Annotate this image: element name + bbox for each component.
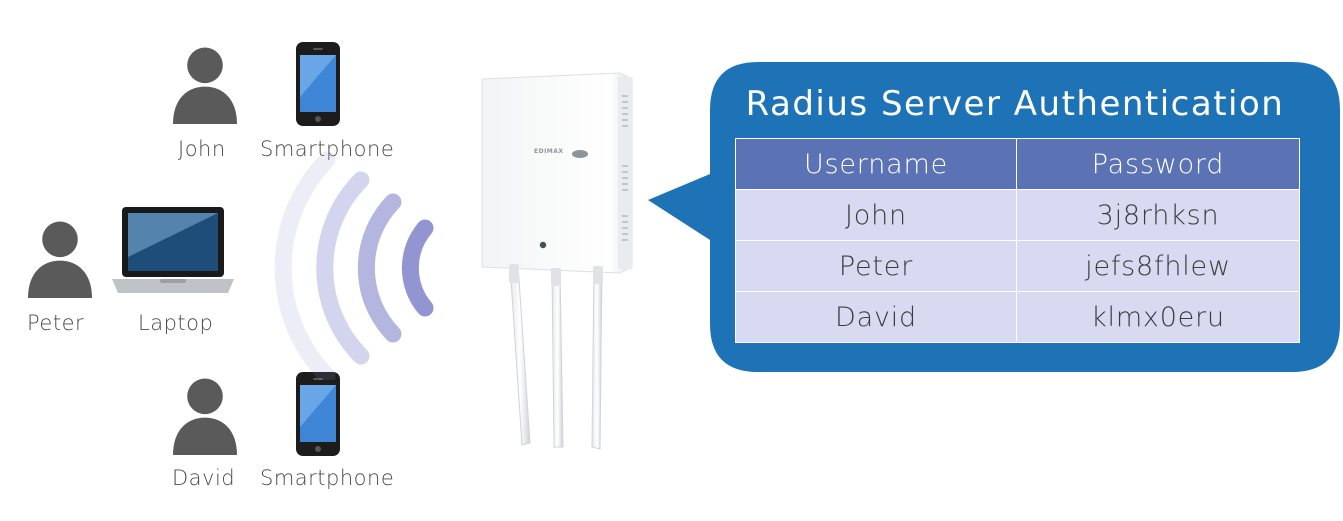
device-label-smartphone: Smartphone [260, 466, 395, 490]
table-row: David klmx0eru [735, 291, 1300, 343]
table-row: John 3j8rhksn [735, 189, 1300, 241]
laptop-icon [112, 207, 234, 293]
panel-title: Radius Server Authentication [745, 84, 1285, 124]
table-header-row: Username Password [735, 138, 1300, 190]
table-cell: klmx0eru [1016, 291, 1300, 343]
user-label-peter: Peter [27, 311, 85, 335]
table-cell: John [735, 189, 1017, 241]
person-icon [28, 221, 92, 298]
device-label-laptop: Laptop [138, 311, 214, 335]
table-cell: Peter [735, 240, 1017, 292]
wireless-signal-icon [274, 151, 434, 380]
person-icon [173, 47, 237, 124]
column-header: Password [1016, 138, 1300, 190]
table-cell: jefs8fhlew [1016, 240, 1300, 292]
table-cell: David [735, 291, 1017, 343]
smartphone-icon [296, 42, 340, 126]
person-icon [173, 378, 237, 455]
smartphone-icon [296, 372, 340, 456]
user-label-david: David [172, 466, 236, 490]
table-row: Peter jefs8fhlew [735, 240, 1300, 292]
device-label-smartphone: Smartphone [260, 137, 395, 161]
user-label-john: John [178, 137, 226, 161]
access-point-icon [481, 72, 633, 450]
column-header: Username [735, 138, 1017, 190]
brand-logo: EDIMAX [534, 148, 564, 155]
table-cell: 3j8rhksn [1016, 189, 1300, 241]
credentials-table: Username Password John 3j8rhksn Peter je… [735, 138, 1300, 343]
